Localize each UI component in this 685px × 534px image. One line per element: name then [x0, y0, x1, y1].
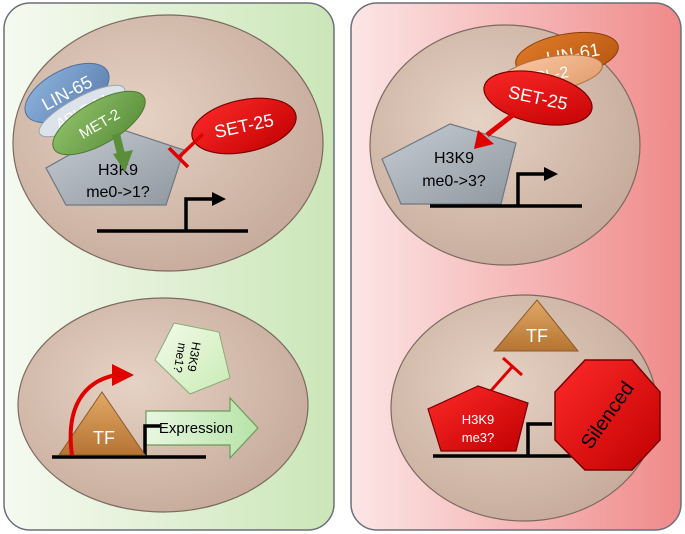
- promoter-arrow: [516, 172, 546, 206]
- inhibition-line: [486, 366, 514, 395]
- inhibition-bar: [167, 146, 190, 169]
- promoter-step: [143, 424, 160, 457]
- tf-triangle: [492, 299, 580, 352]
- histone-me1-line2: me1?: [170, 342, 189, 374]
- tf-label: TF: [526, 326, 548, 346]
- activation-arrow-head: [112, 364, 134, 386]
- set25-factor: [483, 70, 593, 126]
- expression-label: Expression: [159, 420, 233, 437]
- left-top-nucleus: H3K9 me0->1? LIN-65 ARLE-14 MET-2 SET-25: [12, 14, 324, 272]
- set25-arrow-head: [474, 130, 494, 149]
- histone-pentagon-me3: [427, 385, 529, 452]
- histone-label-line1: H3K9: [98, 162, 138, 179]
- promoter-step: [526, 422, 552, 456]
- met2-factor: [52, 90, 146, 156]
- tf-label: TF: [93, 428, 115, 448]
- set25-factor: [191, 97, 297, 155]
- histone-me3-line2: me3?: [462, 430, 495, 445]
- histone-me3-line1: H3K9: [462, 412, 495, 427]
- histone-pentagon: [45, 127, 185, 206]
- met2-arrow-head: [113, 150, 133, 172]
- inhibition-bar: [501, 356, 524, 377]
- histone-me1-line1: H3K9: [184, 341, 203, 373]
- tf-triangle: [58, 391, 146, 456]
- nucleus: [17, 297, 309, 513]
- histone-label-line1: H3K9: [434, 150, 474, 167]
- promoter-arrow: [184, 197, 214, 231]
- right-panel: H3K9 me0->3? LIN-61 HPL-2 SET-25 TF: [350, 2, 682, 531]
- silenced-stop-sign: [554, 359, 661, 471]
- histone-label-line2: me0->1?: [86, 184, 150, 201]
- left-panel: H3K9 me0->1? LIN-65 ARLE-14 MET-2 SET-25: [3, 2, 335, 531]
- right-top-nucleus: H3K9 me0->3? LIN-61 HPL-2 SET-25: [369, 24, 641, 266]
- promoter-arrow-head: [212, 192, 226, 206]
- left-bottom-nucleus: H3K9 me1? Expression TF: [17, 297, 309, 513]
- inhibition-line: [176, 132, 205, 160]
- activation-curve: [68, 373, 117, 456]
- set25-arrow-shaft: [485, 112, 516, 137]
- histone-label-line2: me0->3?: [422, 173, 486, 190]
- histone-pentagon-me1: [154, 322, 231, 395]
- expression-arrow: [145, 396, 259, 460]
- right-bottom-nucleus: TF H3K9 me3? Silenced: [390, 294, 661, 522]
- promoter-arrow-head: [544, 167, 558, 181]
